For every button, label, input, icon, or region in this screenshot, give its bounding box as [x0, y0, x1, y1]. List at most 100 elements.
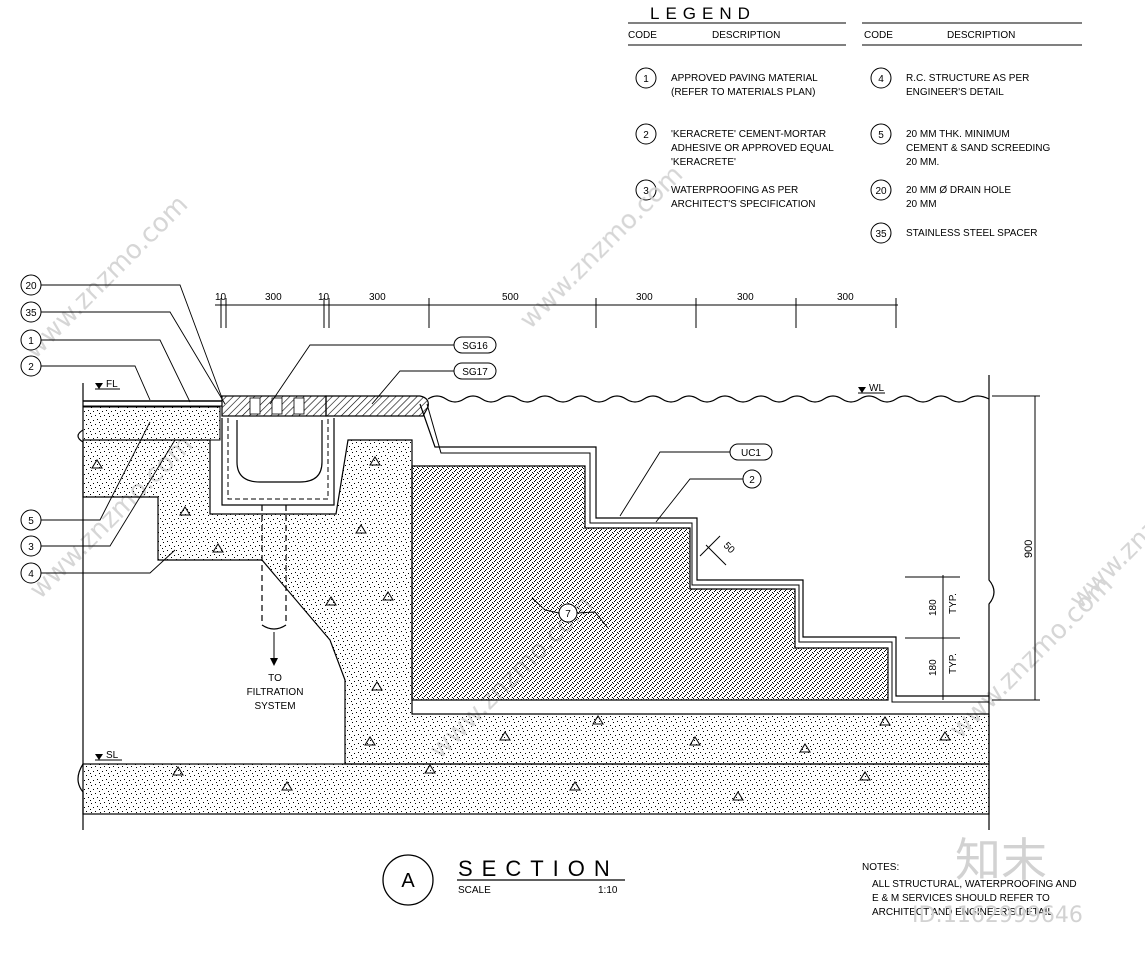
callout-1: 1: [28, 336, 34, 347]
filtration-line-3: SYSTEM: [254, 701, 295, 712]
legend-code-circle: [870, 222, 892, 244]
tag-sg17: SG17: [462, 367, 488, 378]
water-line: [427, 395, 990, 403]
legend-code: 20: [875, 186, 887, 197]
section-mark: A: [401, 870, 415, 892]
callout-5: 5: [28, 516, 34, 527]
waterproof-liner-inner: [426, 403, 989, 703]
dim-top-1: 10: [215, 292, 227, 303]
section-title: A SECTION SCALE 1:10: [382, 854, 625, 906]
legend-description-line: R.C. STRUCTURE AS PER: [906, 73, 1029, 84]
left-callouts: 20 35 1 2 5 3 4: [20, 274, 226, 584]
legend-description-line: CEMENT & SAND SCREEDING: [906, 143, 1051, 154]
dim-step-height-1: 180: [928, 599, 939, 616]
watermark-id: ID:1162999646: [912, 903, 1083, 928]
notes-line-2: E & M SERVICES SHOULD REFER TO: [872, 893, 1050, 904]
legend-description-line: STAINLESS STEEL SPACER: [906, 228, 1038, 239]
notes: NOTES: ALL STRUCTURAL, WATERPROOFING AND…: [862, 862, 1077, 918]
legend: LEGEND CODE DESCRIPTION CODE DESCRIPTION…: [628, 4, 1082, 244]
legend-code-header-left: CODE: [628, 30, 657, 41]
watermark-logo: 知末: [955, 833, 1047, 887]
legend-description-line: 20 MM.: [906, 157, 939, 168]
dim-top-2: 300: [265, 292, 282, 303]
dim-top-7: 300: [737, 292, 754, 303]
legend-items: 1 APPROVED PAVING MATERIAL (REFER TO MATER…: [635, 67, 1051, 244]
legend-code: 1: [643, 74, 649, 85]
structure: [77, 375, 995, 830]
waterproof-liner-outer: [419, 403, 989, 697]
watermark-text-1: www.znzmo.com: [19, 190, 194, 365]
dim-typ-2: TYP.: [948, 653, 959, 674]
watermark-text-2: www.znzmo.com: [514, 160, 689, 335]
level-wl: WL: [869, 383, 884, 394]
legend-code: 5: [878, 130, 884, 141]
legend-description-line: 'KERACRETE' CEMENT-MORTAR: [671, 129, 826, 140]
legend-description-line: ENGINEER'S DETAIL: [906, 87, 1004, 98]
legend-item: 20 20 MM Ø DRAIN HOLE 20 MM: [870, 179, 1011, 210]
legend-item: 5 20 MM THK. MINIMUM CEMENT & SAND SCREEDI…: [870, 123, 1051, 168]
stepped-fill: [411, 465, 889, 701]
callout-20: 20: [25, 281, 37, 292]
legend-item: 1 APPROVED PAVING MATERIAL (REFER TO MATER…: [635, 67, 818, 98]
dim-top-4: 300: [369, 292, 386, 303]
drain-channel: [221, 418, 335, 506]
legend-description-line: 'KERACRETE': [671, 157, 736, 168]
section-scale-value: 1:10: [598, 885, 618, 896]
callout-35: 35: [25, 308, 37, 319]
section-heading: SECTION: [458, 856, 619, 881]
section-scale-label: SCALE: [458, 885, 491, 896]
dim-top-5: 500: [502, 292, 519, 303]
legend-code-circle: [870, 123, 892, 145]
notes-title: NOTES:: [862, 862, 899, 873]
legend-code: 35: [875, 229, 887, 240]
legend-code-circle: [635, 179, 657, 201]
legend-description-line: 20 MM Ø DRAIN HOLE: [906, 185, 1011, 196]
legend-description-line: ADHESIVE OR APPROVED EQUAL: [671, 143, 834, 154]
legend-item: 2 'KERACRETE' CEMENT-MORTAR ADHESIVE OR AP…: [635, 123, 834, 168]
dim-top-6: 300: [636, 292, 653, 303]
callout-3: 3: [28, 542, 34, 553]
legend-code: 4: [878, 74, 884, 85]
screed-bed: [82, 406, 221, 441]
level-fl: FL: [106, 379, 118, 390]
level-sl: SL: [106, 750, 119, 761]
tag-mark-7: 7: [565, 609, 571, 620]
legend-code-circle: [635, 123, 657, 145]
legend-title: LEGEND: [650, 4, 756, 23]
legend-code-header-right: CODE: [864, 30, 893, 41]
drain-gully: [236, 420, 323, 483]
legend-code-circle: [870, 67, 892, 89]
dim-top-3: 10: [318, 292, 330, 303]
legend-code: 3: [643, 186, 649, 197]
tag-mark-2: 2: [749, 475, 755, 486]
corner-watermark: 知末 ID:1162999646: [912, 833, 1083, 928]
filtration-note: TO FILTRATION SYSTEM: [247, 632, 303, 712]
legend-code: 2: [643, 130, 649, 141]
legend-description-line: (REFER TO MATERIALS PLAN): [671, 87, 815, 98]
legend-description-line: ARCHITECT'S SPECIFICATION: [671, 199, 816, 210]
legend-description-line: APPROVED PAVING MATERIAL: [671, 73, 818, 84]
watermark-text-6: www.znzmo.com: [1064, 440, 1145, 615]
notes-line-3: ARCHITECT AND ENGINEER'S DETAIL: [872, 907, 1053, 918]
material-tags: SG16 SG17 UC1 2 7: [269, 336, 773, 629]
dim-overall-height: 900: [1023, 540, 1035, 558]
dim-typ-1: TYP.: [948, 593, 959, 614]
legend-description-header-left: DESCRIPTION: [712, 30, 780, 41]
tag-uc1: UC1: [741, 448, 761, 459]
legend-item: 3 WATERPROOFING AS PER ARCHITECT'S SPECIFI…: [635, 179, 816, 210]
legend-item: 4 R.C. STRUCTURE AS PER ENGINEER'S DETAIL: [870, 67, 1029, 98]
dim-step-height-2: 180: [928, 659, 939, 676]
top-dimension-chain: 10 300 10 300 500 300 300 300: [215, 292, 898, 328]
legend-description-line: WATERPROOFING AS PER: [671, 185, 798, 196]
tag-sg16: SG16: [462, 341, 488, 352]
legend-description-header-right: DESCRIPTION: [947, 30, 1015, 41]
legend-code-circle: [870, 179, 892, 201]
drain-pipe: [261, 505, 287, 625]
legend-item: 35 STAINLESS STEEL SPACER: [870, 222, 1038, 244]
notes-line-1: ALL STRUCTURAL, WATERPROOFING AND: [872, 879, 1077, 890]
level-markers: FL WL SL: [95, 379, 885, 761]
legend-description-line: 20 MM THK. MINIMUM: [906, 129, 1010, 140]
legend-description-line: 20 MM: [906, 199, 937, 210]
dim-top-8: 300: [837, 292, 854, 303]
